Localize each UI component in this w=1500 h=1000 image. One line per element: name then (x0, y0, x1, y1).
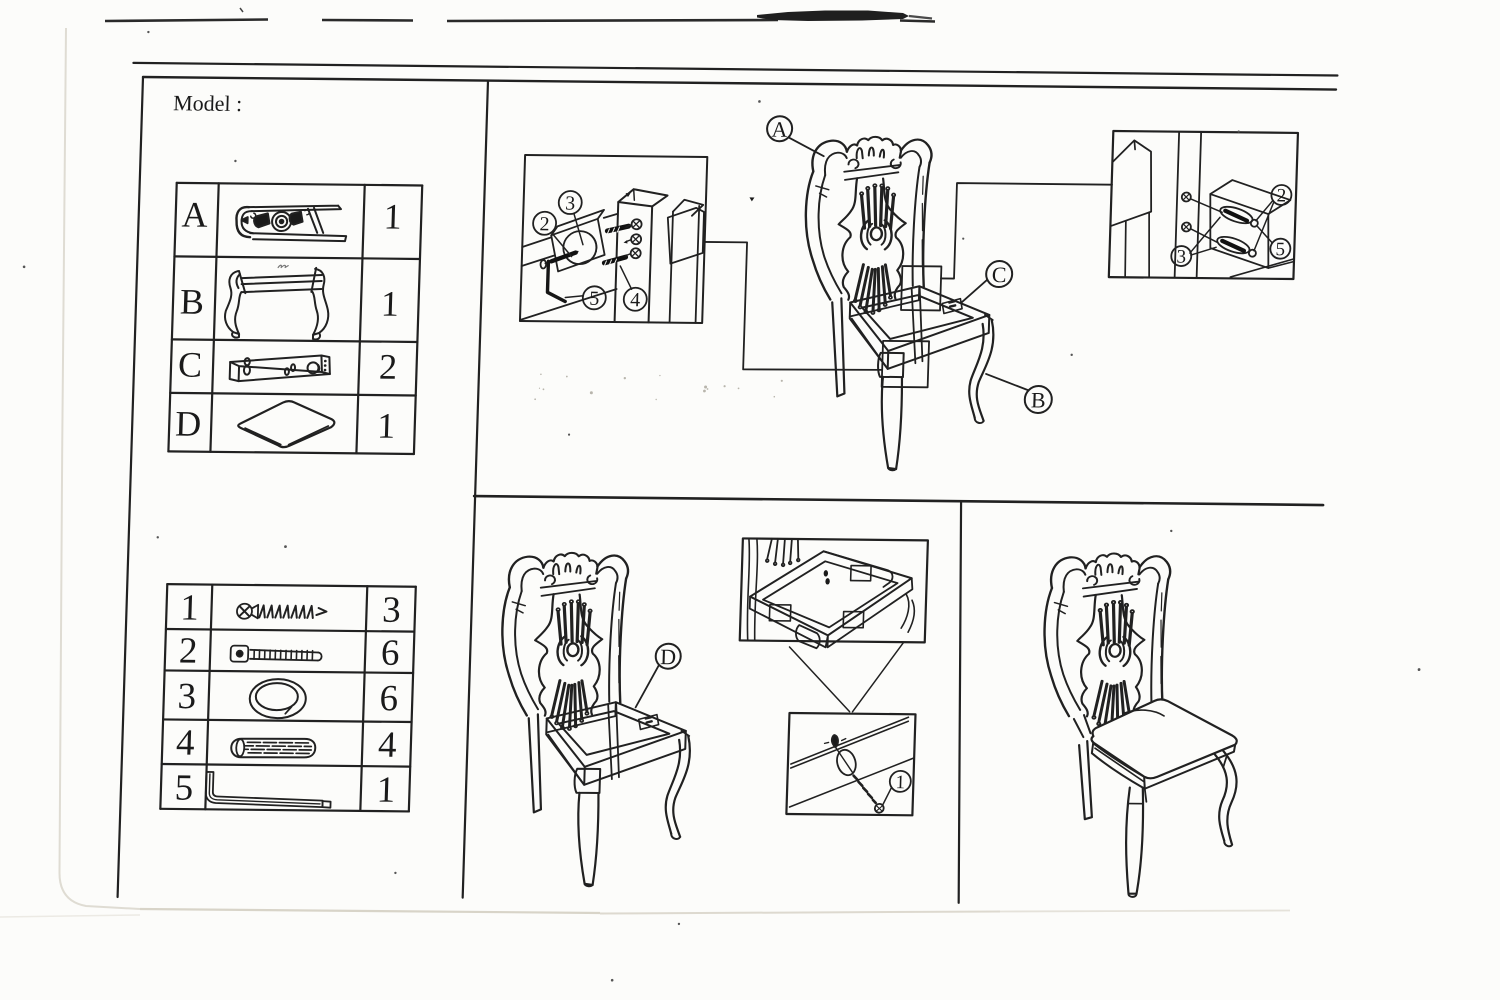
svg-text:C: C (177, 344, 202, 384)
svg-text:A: A (771, 117, 788, 142)
svg-text:1: 1 (377, 406, 396, 446)
svg-text:3: 3 (1176, 247, 1186, 268)
svg-text:Model :: Model : (173, 90, 243, 116)
svg-text:6: 6 (380, 633, 400, 674)
svg-text:1: 1 (180, 588, 200, 629)
svg-text:4: 4 (377, 725, 397, 766)
svg-text:2: 2 (539, 213, 550, 235)
svg-text:4: 4 (630, 289, 641, 311)
svg-text:3: 3 (565, 192, 576, 214)
svg-text:1: 1 (383, 197, 402, 237)
svg-text:5: 5 (174, 768, 194, 809)
svg-text:1: 1 (895, 772, 905, 793)
svg-text:5: 5 (1275, 239, 1285, 260)
svg-text:2: 2 (378, 347, 397, 387)
svg-text:3: 3 (177, 676, 197, 717)
svg-text:D: D (175, 403, 202, 443)
svg-text:6: 6 (379, 678, 399, 719)
svg-text:A: A (181, 194, 208, 234)
svg-text:C: C (991, 262, 1006, 287)
svg-text:B: B (1031, 387, 1046, 412)
svg-text:2: 2 (1276, 185, 1286, 206)
svg-text:D: D (660, 644, 677, 669)
svg-text:5: 5 (589, 288, 600, 310)
svg-text:3: 3 (382, 590, 402, 631)
svg-text:4: 4 (175, 723, 195, 764)
svg-text:1: 1 (380, 284, 399, 324)
svg-text:1: 1 (376, 770, 396, 811)
svg-text:B: B (179, 281, 204, 321)
svg-text:2: 2 (178, 631, 198, 672)
